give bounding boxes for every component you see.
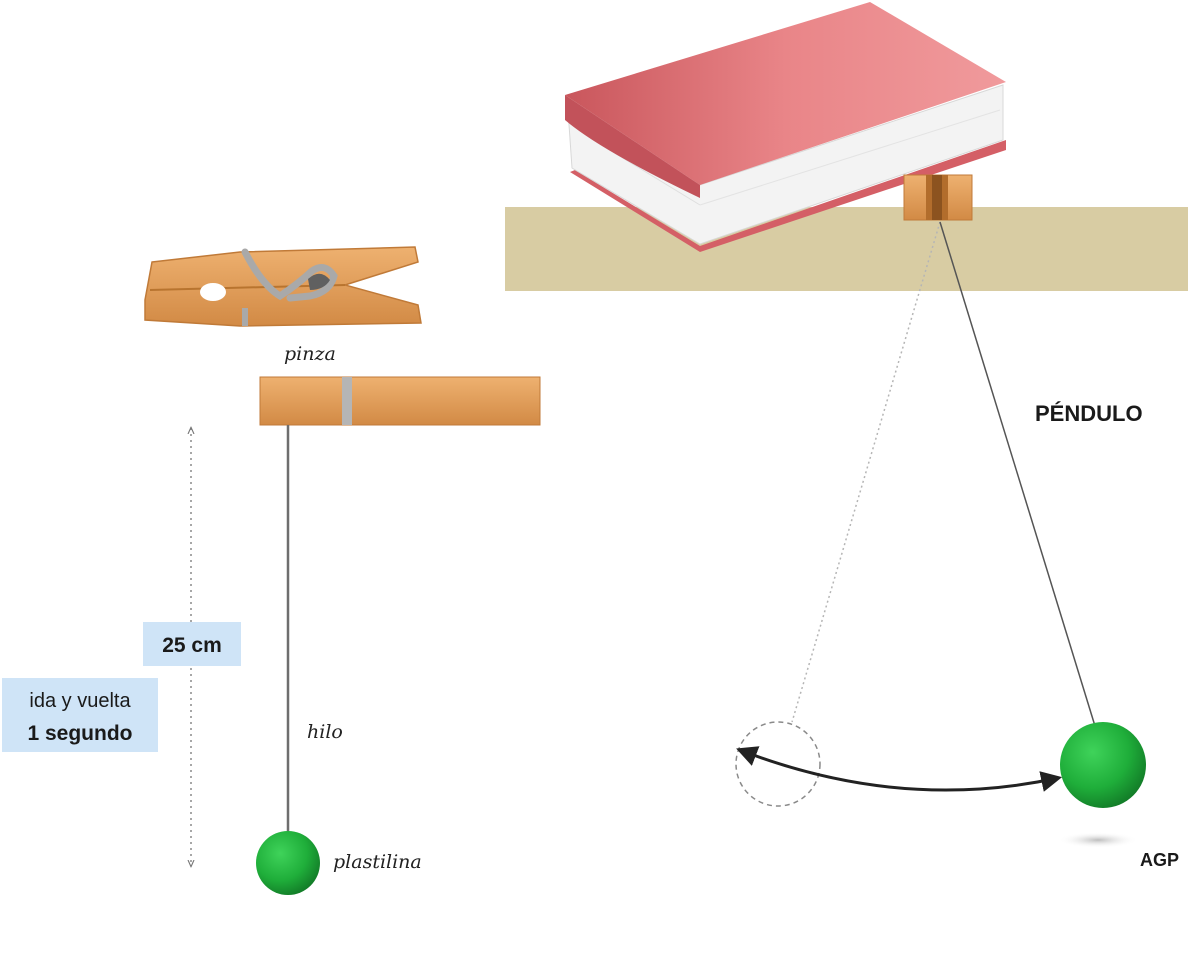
pendulum-string-left bbox=[791, 221, 941, 723]
author-label: AGP bbox=[1140, 850, 1179, 870]
ball-shadow bbox=[1058, 832, 1138, 848]
clothespin-icon bbox=[144, 246, 422, 327]
period-label-line1: ida y vuelta bbox=[29, 690, 131, 712]
period-label-box: ida y vuelta 1 segundo bbox=[2, 678, 158, 752]
pendulum-string-right bbox=[939, 221, 1096, 727]
clay-ball bbox=[256, 831, 320, 895]
period-label-line2: 1 segundo bbox=[27, 722, 132, 745]
shelf-board bbox=[505, 207, 1188, 291]
thread-label: hilo bbox=[307, 721, 343, 743]
clothespin-bar bbox=[259, 376, 541, 426]
book-icon bbox=[565, 2, 1006, 252]
pendulum-ball bbox=[1060, 722, 1146, 808]
pendulum-title: PÉNDULO bbox=[1035, 401, 1143, 426]
pivot-clip bbox=[903, 174, 973, 221]
clothespin-label: pinza bbox=[284, 343, 336, 365]
swing-arrow bbox=[736, 746, 1063, 792]
clay-label: plastilina bbox=[333, 851, 422, 873]
length-label: 25 cm bbox=[162, 634, 222, 657]
length-label-box: 25 cm bbox=[143, 622, 241, 666]
